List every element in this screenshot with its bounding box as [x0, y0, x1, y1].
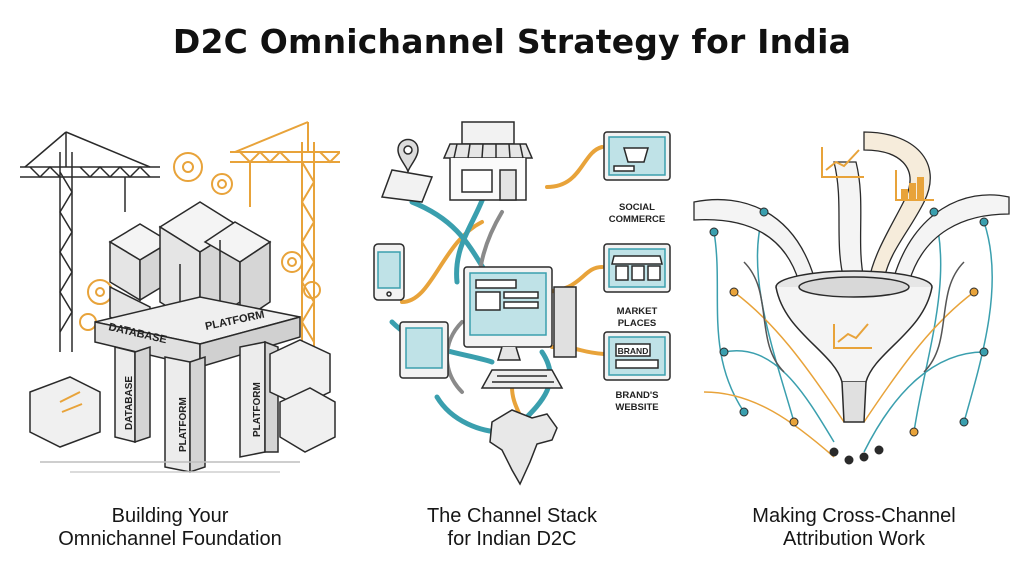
caption-attribution: Making Cross-Channel Attribution Work	[684, 505, 1024, 551]
desktop-monitor-icon	[463, 266, 577, 389]
label-pillar-platform-right: PLATFORM	[252, 382, 263, 437]
network-node-icon	[709, 207, 989, 465]
crane-right-icon	[230, 121, 340, 372]
label-places: PLACES	[618, 318, 657, 329]
channel-stack-illustration: SOCIAL COMMERCE MARKET PLACES BRAND BRAN…	[342, 92, 682, 492]
smartphone-icon	[373, 243, 405, 301]
label-brand-screen: BRAND	[618, 346, 649, 356]
crane-left-icon	[20, 131, 160, 352]
label-social: SOCIAL	[619, 202, 655, 213]
india-map-icon	[489, 409, 558, 486]
brand-website-screen-icon	[603, 331, 671, 381]
map-pin-icon	[380, 138, 434, 203]
page-title: D2C Omnichannel Strategy for India	[172, 22, 852, 61]
caption-line: for Indian D2C	[447, 528, 577, 550]
caption-line: The Channel Stack	[426, 505, 598, 527]
caption-line: Omnichannel Foundation	[58, 528, 282, 550]
label-website: WEBSITE	[615, 402, 658, 413]
attribution-funnel-illustration	[684, 92, 1024, 492]
marketplaces-screen-icon	[603, 243, 671, 293]
funnel-icon	[775, 270, 933, 423]
storefront-icon	[442, 121, 534, 201]
caption-channel-stack: The Channel Stack for Indian D2C	[342, 505, 682, 551]
caption-foundation: Building Your Omnichannel Foundation	[0, 505, 340, 551]
label-market: MARKET	[617, 306, 658, 317]
caption-line: Building Your	[111, 505, 229, 527]
caption-line: Making Cross-Channel	[752, 505, 956, 527]
label-pillar-database: DATABASE	[124, 376, 135, 430]
foundation-illustration: DATABASE PLATFORM DATABASE PLATFORM PLAT…	[0, 92, 340, 492]
label-commerce: COMMERCE	[609, 214, 665, 225]
caption-line: Attribution Work	[783, 528, 925, 550]
label-pillar-platform: PLATFORM	[178, 397, 189, 452]
label-brands: BRAND'S	[616, 390, 659, 401]
tablet-icon	[399, 321, 449, 379]
growth-chart-icon	[821, 147, 934, 349]
social-commerce-screen-icon	[603, 131, 671, 181]
